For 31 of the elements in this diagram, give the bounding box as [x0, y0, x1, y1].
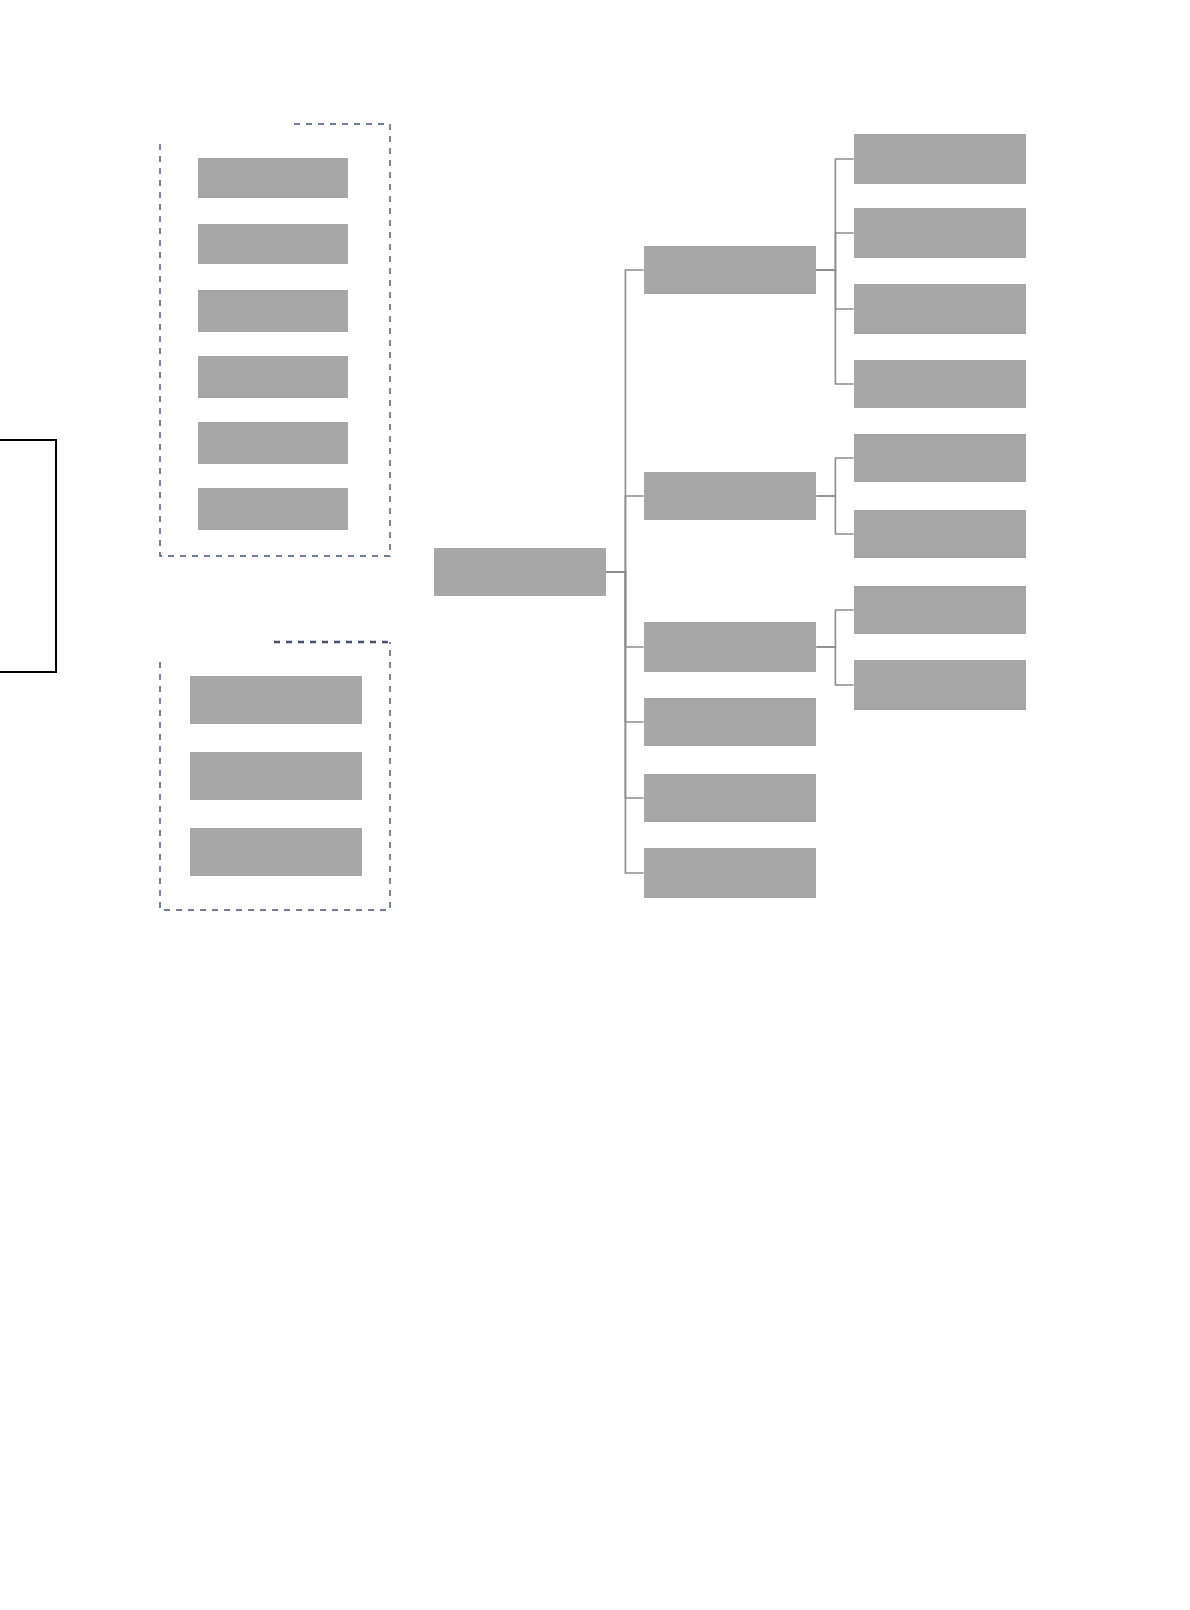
- box: [198, 224, 348, 264]
- box: [190, 828, 362, 876]
- connector-line: [815, 269, 855, 385]
- box: [198, 290, 348, 332]
- box: [198, 488, 348, 530]
- box: [854, 360, 1026, 408]
- box: [190, 676, 362, 724]
- box: [854, 208, 1026, 258]
- dashed-group-frame: [159, 640, 391, 911]
- box: [854, 586, 1026, 634]
- box: [644, 848, 816, 898]
- connector-line: [815, 495, 855, 535]
- box: [854, 434, 1026, 482]
- box: [198, 422, 348, 464]
- box: [434, 548, 606, 596]
- connector-line: [815, 646, 855, 686]
- outline-box: [0, 439, 57, 673]
- dashed-group-frame: [159, 123, 391, 557]
- box: [198, 158, 348, 198]
- box: [644, 774, 816, 822]
- box: [198, 356, 348, 398]
- box: [854, 284, 1026, 334]
- box: [854, 510, 1026, 558]
- connector-line: [605, 571, 645, 874]
- box: [644, 246, 816, 294]
- box: [644, 698, 816, 746]
- box: [644, 472, 816, 520]
- box: [854, 660, 1026, 710]
- box: [190, 752, 362, 800]
- box: [644, 622, 816, 672]
- box: [854, 134, 1026, 184]
